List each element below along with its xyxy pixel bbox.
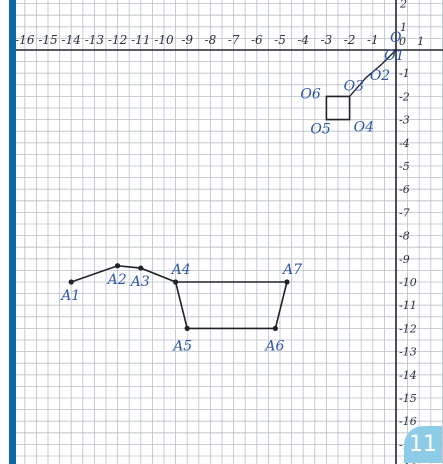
y-tick-label: -16: [399, 415, 417, 428]
x-tick-label: -12: [108, 33, 127, 47]
x-one-label: 1: [417, 35, 424, 48]
y-tick-label: -8: [399, 230, 410, 243]
page-binding-edge: [9, 0, 16, 464]
y-tick-label: -13: [399, 346, 417, 359]
point-marker: [272, 325, 278, 331]
x-tick-label: -4: [297, 33, 309, 47]
origin-label: 0: [399, 35, 406, 48]
point-label: A1: [59, 288, 80, 304]
point-marker: [184, 325, 190, 331]
curve-a1-a4: [70, 264, 176, 283]
y-tick-label: -15: [399, 392, 417, 405]
y-tick-label: -2: [399, 90, 410, 103]
x-tick-label: -3: [321, 33, 333, 47]
point-label: O3: [344, 78, 364, 94]
y-tick-label: -6: [399, 183, 410, 196]
x-tick-label: -10: [154, 33, 174, 47]
grid-lines: [16, 0, 443, 464]
point-label: O5: [310, 122, 330, 138]
x-tick-label: -15: [38, 33, 57, 47]
y-tick-label: -11: [399, 299, 417, 312]
y-tick-label: 1: [400, 21, 407, 34]
page-number-badge: 11: [404, 426, 442, 463]
square-figure: [325, 95, 351, 121]
point-marker: [138, 265, 144, 271]
point-marker: [284, 279, 290, 285]
x-tick-label: -7: [228, 33, 240, 47]
point-label: O6: [300, 86, 320, 102]
x-tick-label: -2: [344, 33, 356, 47]
point-label: A4: [170, 262, 191, 278]
y-tick-label: -1: [399, 67, 410, 80]
point-label: O4: [354, 120, 374, 136]
point-marker: [68, 279, 74, 285]
point-label: O1: [384, 48, 404, 64]
x-tick-label: -9: [181, 33, 193, 47]
point-label: O: [390, 30, 402, 46]
point-label: A5: [171, 338, 192, 354]
point-label: A6: [263, 338, 284, 354]
x-tick-label: -1: [367, 33, 379, 47]
x-tick-label: -8: [205, 33, 217, 47]
x-tick-label: -5: [274, 33, 286, 47]
point-label: O2: [370, 68, 390, 84]
y-tick-label: -7: [399, 206, 410, 219]
square-tail-segment: [349, 49, 397, 97]
y-tick-label: -5: [399, 160, 410, 173]
y-tick-label: -14: [399, 369, 417, 382]
x-tick-label: -6: [251, 33, 263, 47]
point-marker: [173, 279, 179, 285]
coordinate-axes: [16, 0, 443, 464]
y-tick-label: -3: [399, 114, 410, 127]
point-marker: [115, 263, 121, 269]
point-label: A2: [106, 272, 127, 288]
x-tick-label: -13: [85, 33, 105, 47]
y-tick-label: -10: [399, 276, 417, 289]
plotted-figures: [68, 49, 397, 331]
x-tick-label: -14: [62, 33, 81, 47]
y-tick-label: -12: [399, 322, 417, 335]
point-label: A7: [281, 262, 302, 278]
y-tick-label: 2: [399, 0, 407, 11]
y-tick-label: -4: [399, 137, 410, 150]
y-tick-label: -9: [399, 253, 410, 266]
point-label: A3: [129, 274, 150, 290]
x-tick-label: -16: [15, 33, 35, 47]
x-tick-label: -11: [131, 33, 150, 47]
